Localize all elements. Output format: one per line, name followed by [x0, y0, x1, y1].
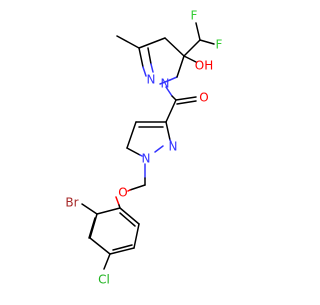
- bond-ar-c4-c5-inner: [112, 244, 133, 251]
- bond-layer: [81, 22, 215, 270]
- bond-ar-c2-c3-inner: [88, 217, 96, 239]
- atom-labels: N N OH F F O N N O Br Cl: [65, 9, 222, 287]
- bond-c3-n2-double: [147, 47, 152, 65]
- bond-c3-n2-n: [142, 66, 147, 77]
- atom-br: Br: [65, 196, 78, 210]
- bond-ar-c1-c2: [96, 207, 121, 215]
- bond-c5-chf2: [183, 39, 201, 57]
- structure-canvas: N N OH F F O N N O Br Cl: [65, 8, 223, 287]
- bond-co-2: [176, 100, 197, 105]
- bond-carbonyl-c3: [165, 99, 177, 123]
- atom-n-pyrazoline-2: N: [147, 73, 156, 87]
- bond-c4-c5: [164, 37, 185, 57]
- bond-n1-c5-n: [169, 76, 178, 81]
- atom-f-top: F: [191, 9, 198, 23]
- bond-pz-c4-c5: [126, 121, 137, 149]
- bond-o-c1-o: [115, 196, 120, 206]
- bond-pz-c3-n2-n: [169, 139, 172, 143]
- bond-ch2-o: [129, 184, 146, 191]
- bond-n2-n1: [159, 79, 171, 85]
- bond-c5-oh: [183, 55, 197, 63]
- bond-c4-cl: [103, 253, 111, 270]
- bond-pz-c3-n2: [165, 121, 171, 141]
- bond-n1-c5: [176, 55, 185, 78]
- bond-n1-carbonyl: [171, 95, 177, 101]
- bond-co-1: [175, 96, 197, 101]
- bond-n1-carbonyl-n: [165, 86, 173, 97]
- bond-cf-top: [195, 22, 201, 41]
- molecule-structure: N N OH F F O N N O Br Cl: [65, 9, 222, 287]
- atom-o-carbonyl: O: [199, 91, 208, 105]
- atom-oh: OH: [195, 59, 213, 73]
- bond-ar-c5-c6: [133, 223, 140, 249]
- bond-ar-c3-c4: [89, 237, 111, 255]
- atom-f-right: F: [216, 38, 223, 52]
- bond-c3-n2: [138, 47, 144, 68]
- bond-c3-n2-n-double: [150, 63, 154, 73]
- bond-ar-c4-c5: [109, 247, 135, 255]
- atom-n-pyrazole-1: N: [142, 152, 151, 166]
- bond-c3-c4: [138, 37, 166, 49]
- bond-ar-c6-c1: [119, 207, 140, 225]
- bond-ar-c6-c1-inner: [119, 212, 136, 227]
- bond-pz-c5-n1: [126, 147, 141, 156]
- bond-c2-br: [81, 203, 98, 215]
- atom-n-pyrazole-2: N: [169, 140, 178, 154]
- atom-n-pyrazoline-1: N: [161, 77, 170, 91]
- bond-ch2-o-o: [127, 189, 131, 192]
- atom-cl: Cl: [98, 273, 110, 287]
- bond-methyl: [116, 35, 140, 49]
- bond-ar-c2-c3: [89, 213, 98, 239]
- bond-pz-c5-n1-n: [139, 154, 143, 157]
- bond-pz-n1-n2: [154, 145, 164, 153]
- bond-cf-right: [199, 39, 215, 45]
- atom-o-ether: O: [118, 186, 127, 200]
